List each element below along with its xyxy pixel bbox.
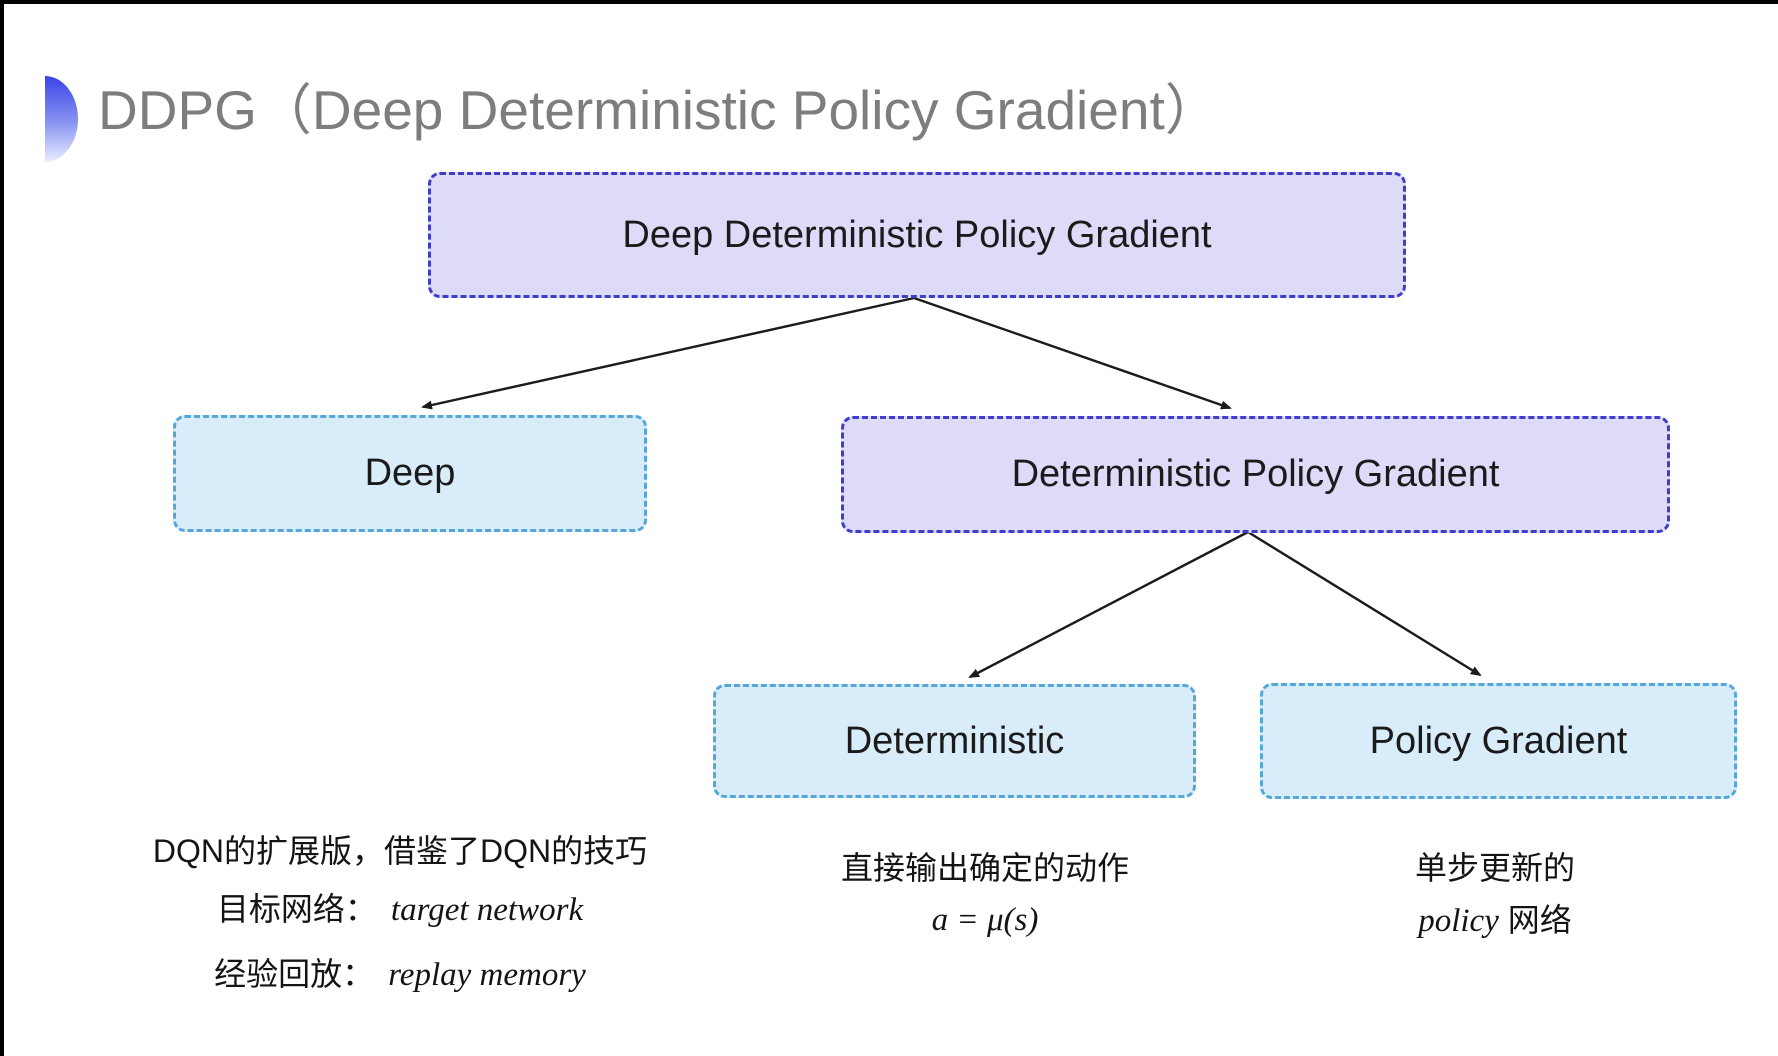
node-label: Deep [364,452,456,494]
note-deterministic: 直接输出确定的动作 a = μ(s) [760,842,1210,946]
node-policy-gradient: Policy Gradient [1260,683,1737,799]
edge-dpg-det [968,530,1249,679]
note-deterministic-line1: 直接输出确定的动作 [840,850,1129,886]
node-label: Deterministic Policy Gradient [1011,453,1500,495]
node-deterministic-policy-gradient: Deterministic Policy Gradient [841,416,1670,533]
node-deep-deterministic-policy-gradient: Deep Deterministic Policy Gradient [428,172,1406,298]
note-deep-line2: 目标网络： target network [120,880,680,945]
node-deep: Deep [173,415,647,532]
node-label: Policy Gradient [1369,719,1628,762]
node-label: Deterministic [844,719,1065,762]
edge-dpg-pg [1247,530,1482,677]
note-deep-line1: DQN的扩展版，借鉴了DQN的技巧 [152,833,648,869]
note-deep-line3: 经验回放： replay memory [120,945,680,1010]
note-policy-gradient-line2: policy 网络 [1270,894,1720,953]
title-bullet-icon [45,76,78,162]
note-deep-line2-label: 目标网络： [216,891,377,927]
note-policy-gradient-line1: 单步更新的 [1414,850,1575,886]
node-deterministic: Deterministic [713,684,1196,798]
note-policy-gradient: 单步更新的 policy 网络 [1270,842,1720,953]
frame-border-top [0,0,1778,4]
edge-root-deep [421,296,915,410]
node-label: Deep Deterministic Policy Gradient [622,213,1212,256]
frame-border-left [0,0,4,1056]
note-deep-line3-label: 经验回放： [214,956,375,992]
note-policy-gradient-line2-rest: 网络 [1498,902,1572,938]
edge-root-dpg [913,296,1232,410]
note-deterministic-formula: a = μ(s) [931,902,1039,938]
page-title: DDPG（Deep Deterministic Policy Gradient） [98,79,1220,141]
note-deep-line3-term: replay memory [388,957,586,993]
note-deep: DQN的扩展版，借鉴了DQN的技巧 目标网络： target network 经验… [120,822,680,1010]
note-deep-line2-term: target network [390,892,584,928]
note-policy-gradient-term: policy [1418,903,1499,939]
